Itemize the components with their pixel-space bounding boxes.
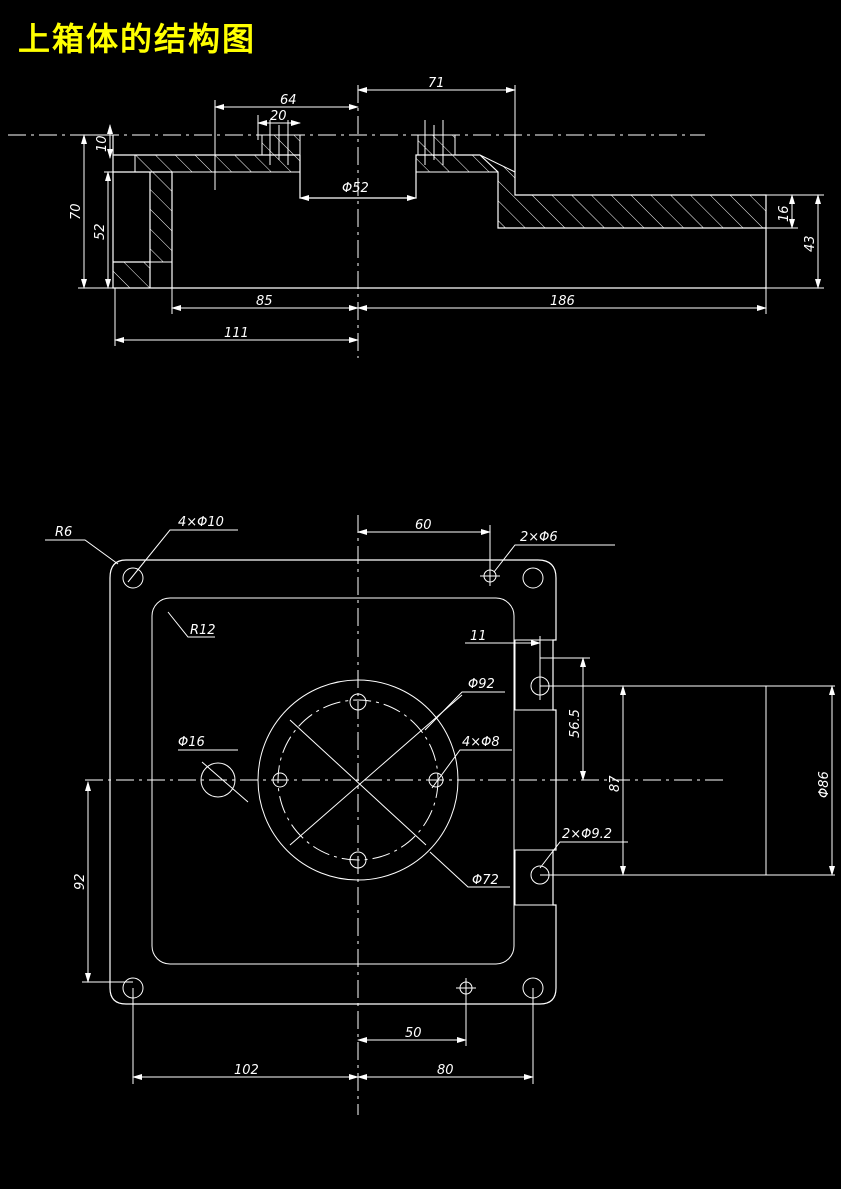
label-r6: R6 [55,525,72,540]
label-11: 11 [470,629,487,644]
leader-phi92 [424,691,505,731]
label-2x6: 2×Φ6 [520,530,558,545]
label-60: 60 [415,518,432,533]
phi16-hole [200,762,236,798]
dim-186: 186 [550,294,575,309]
label-phi72: Φ72 [472,873,499,888]
lug-bottom [514,849,554,906]
label-4x10: 4×Φ10 [178,515,224,530]
section-view: 64 20 71 Φ52 10 70 52 16 43 85 186 [8,76,824,358]
hatch-left-foot [112,261,151,289]
hatch-right-flange [415,154,767,229]
label-87: 87 [608,775,623,792]
boss-hole-bottom [349,851,367,869]
boss-hole-left [272,772,288,788]
leader-2x6 [493,544,615,573]
bolt-hole-right [424,120,444,165]
label-phi16: Φ16 [178,735,205,750]
leader-phi72 [429,851,510,888]
leader-r12 [167,611,215,638]
hatch-top-left [134,154,301,263]
dim-64: 64 [280,93,297,108]
hatch-bolt-left [261,134,301,156]
diameter-leaders [289,694,463,846]
dim-20: 20 [270,109,287,124]
leader-phi16 [178,749,249,803]
dim-phi52: Φ52 [342,181,369,196]
dim-70: 70 [69,203,84,220]
label-92: 92 [73,873,88,890]
label-56-5: 56.5 [568,709,583,738]
dim-85: 85 [256,294,273,309]
hatch-bolt-right [417,134,456,156]
drawing-title: 上箱体的结构图 [18,20,257,58]
boss-hole-top [349,693,367,711]
dim-71: 71 [428,76,445,91]
lug-top [514,639,554,711]
leader-4x10 [127,529,238,583]
leader-2x9-2 [539,841,628,869]
label-phi86: Φ86 [817,771,832,798]
label-80: 80 [437,1063,454,1078]
inner-cavity [151,597,515,965]
dim-43: 43 [803,235,818,252]
plan-view: R6 4×Φ10 60 2×Φ6 R12 11 Φ92 56.5 Φ16 4×Φ… [45,515,835,1115]
bolt-hole-left [269,120,289,165]
label-phi92: Φ92 [468,677,495,692]
label-4x8: 4×Φ8 [462,735,500,750]
dim-16: 16 [777,205,792,222]
flange-outline [109,559,557,1005]
label-r12: R12 [190,623,216,638]
dim-52: 52 [93,223,108,240]
label-2x9-2: 2×Φ9.2 [562,827,612,842]
dim-111: 111 [224,326,249,341]
corner-hole-tr [522,567,544,589]
boss-circle-outer [257,679,459,881]
boss-hole-right [428,772,444,788]
leader-4x8 [431,749,512,789]
leader-r6 [45,539,119,565]
label-50: 50 [405,1026,422,1041]
dim-10: 10 [95,135,110,152]
label-102: 102 [234,1063,259,1078]
corner-hole-tl [122,567,144,589]
